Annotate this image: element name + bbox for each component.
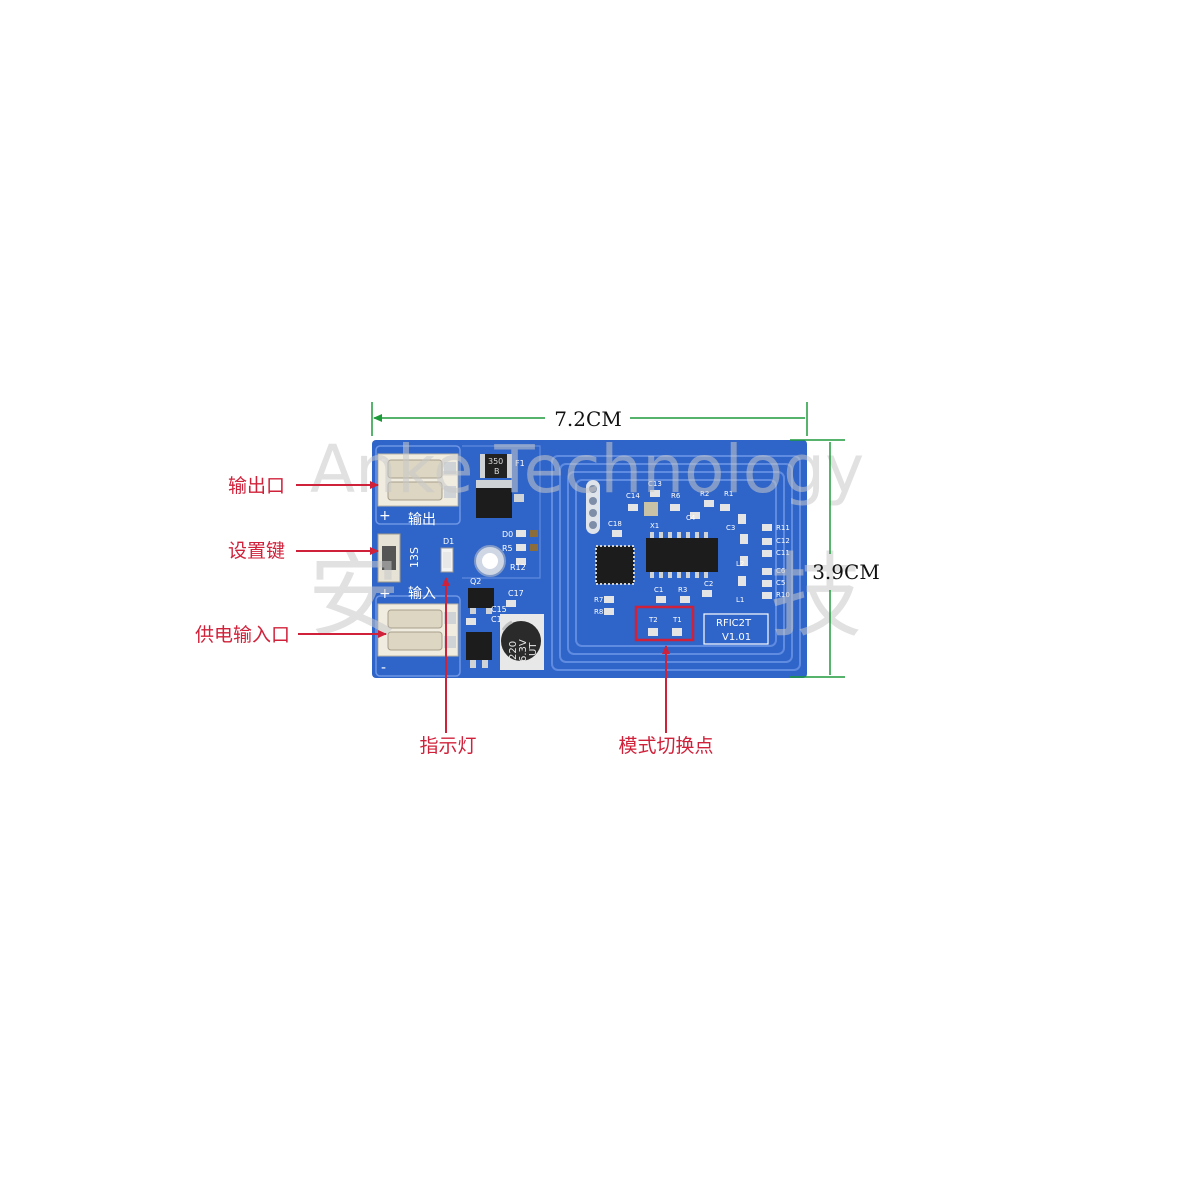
designator-d1: D1 [443,537,454,546]
diode-code2: B [494,467,500,476]
passives-left [516,530,538,565]
designator-r12: R12 [510,563,526,572]
label-indicator: 指示灯 [419,735,476,757]
cap-code: UT [528,642,539,656]
height-dimension: 3.9CM [790,439,880,678]
screw-hole-icon [474,545,506,577]
output-plus: + [379,508,391,524]
passives-right [604,490,772,615]
designator-l1: L1 [736,596,744,604]
c17-part [506,600,516,607]
rf-chip [646,532,718,578]
diode-component: 350 B [480,454,512,478]
power-input-connector [377,603,459,657]
designator-q2: Q2 [470,577,481,586]
coil-led-strip [586,480,600,534]
input-zone [375,595,461,677]
designator-c2: C2 [704,580,713,588]
pcb-board: - + 输出 13S D1 输入 + - [372,440,807,678]
c15-part [466,618,476,625]
output-connector [377,453,459,507]
pad-t2-label: T2 [648,616,658,624]
antenna-coil [551,455,801,671]
designator-c11: C11 [776,549,790,557]
cap-voltage: 6.3V [518,639,529,662]
callout-set-key: 设置键 [228,540,379,562]
designator-r11: R11 [776,524,790,532]
designator-c16: C16 [491,615,507,624]
input-plus: + [379,586,391,602]
designator-c17: C17 [508,589,524,598]
width-label: 7.2CM [554,407,622,431]
designator-l2: L2 [736,560,744,568]
designator-r8: R8 [594,608,603,616]
transistor-q2 [468,588,494,614]
power-trace-outline [462,445,541,579]
designator-c18: C18 [608,520,622,528]
callout-output-port: 输出口 [228,475,379,497]
pad-t1-label: T1 [672,616,682,624]
designator-c15: C15 [491,605,507,614]
electrolytic-capacitor: 220 6.3V UT [500,614,544,670]
designator-r2: R2 [700,490,709,498]
designator-c3: C3 [726,524,735,532]
designator-c4: C4 [686,514,696,522]
width-dimension: 7.2CM [371,402,808,436]
designator-r1: R1 [724,490,733,498]
designator-c6: C6 [776,567,786,575]
mode-switch-pads[interactable]: T2 T1 [648,616,682,636]
mode-switch-highlight [634,605,695,642]
callout-power-input: 供电输入口 [195,624,387,646]
set-key-button[interactable] [377,533,401,583]
designator-r3: R3 [678,586,687,594]
label-output-port: 输出口 [228,475,285,497]
output-silk-label: 输出 [408,512,436,528]
height-label: 3.9CM [812,560,880,584]
designator-x1: X1 [650,522,659,530]
input-silk-label: 输入 [408,586,436,602]
watermark-latin: Anke Technology [310,431,864,508]
regulator-bottom [466,632,492,668]
designator-r10: R10 [776,591,790,599]
watermark-cjk-right: 技 [770,543,862,650]
callout-mode-switch: 模式切换点 [618,645,714,757]
cap-value: 220 [508,641,519,660]
diode-code: 350 [488,457,503,466]
designator-d0: D0 [502,530,513,539]
designator-c1: C1 [654,586,663,594]
led-icon [440,547,454,573]
input-minus: - [381,660,386,676]
label-set-key: 设置键 [228,540,285,562]
designator-r6: R6 [671,492,681,500]
designator-c13: C13 [648,480,662,488]
output-minus: - [381,452,386,468]
designator-c12: C12 [776,537,790,545]
designator-c14: C14 [626,492,640,500]
label-power-input: 供电输入口 [195,624,290,646]
designator-f1: F1 [515,459,525,468]
designator-r7: R7 [594,596,603,604]
model-label-box: RFIC2T V1.01 [703,613,769,645]
callout-indicator: 指示灯 [419,577,477,757]
watermark: Anke Technology 安 技 [308,431,864,650]
switch-ref-label: 13S [408,547,421,568]
designator-c5: C5 [776,579,785,587]
label-mode-switch: 模式切换点 [618,735,713,757]
model-version: V1.01 [722,632,751,643]
model-name: RFIC2T [716,618,752,629]
designator-r5: R5 [502,544,513,553]
regulator-component [476,480,524,518]
mcu-chip [595,545,635,585]
crystal-x1 [644,502,658,516]
designators-right: C14 C13 R6 X1 R2 R1 C18 C3 C4 R11 C12 C1… [594,480,790,616]
